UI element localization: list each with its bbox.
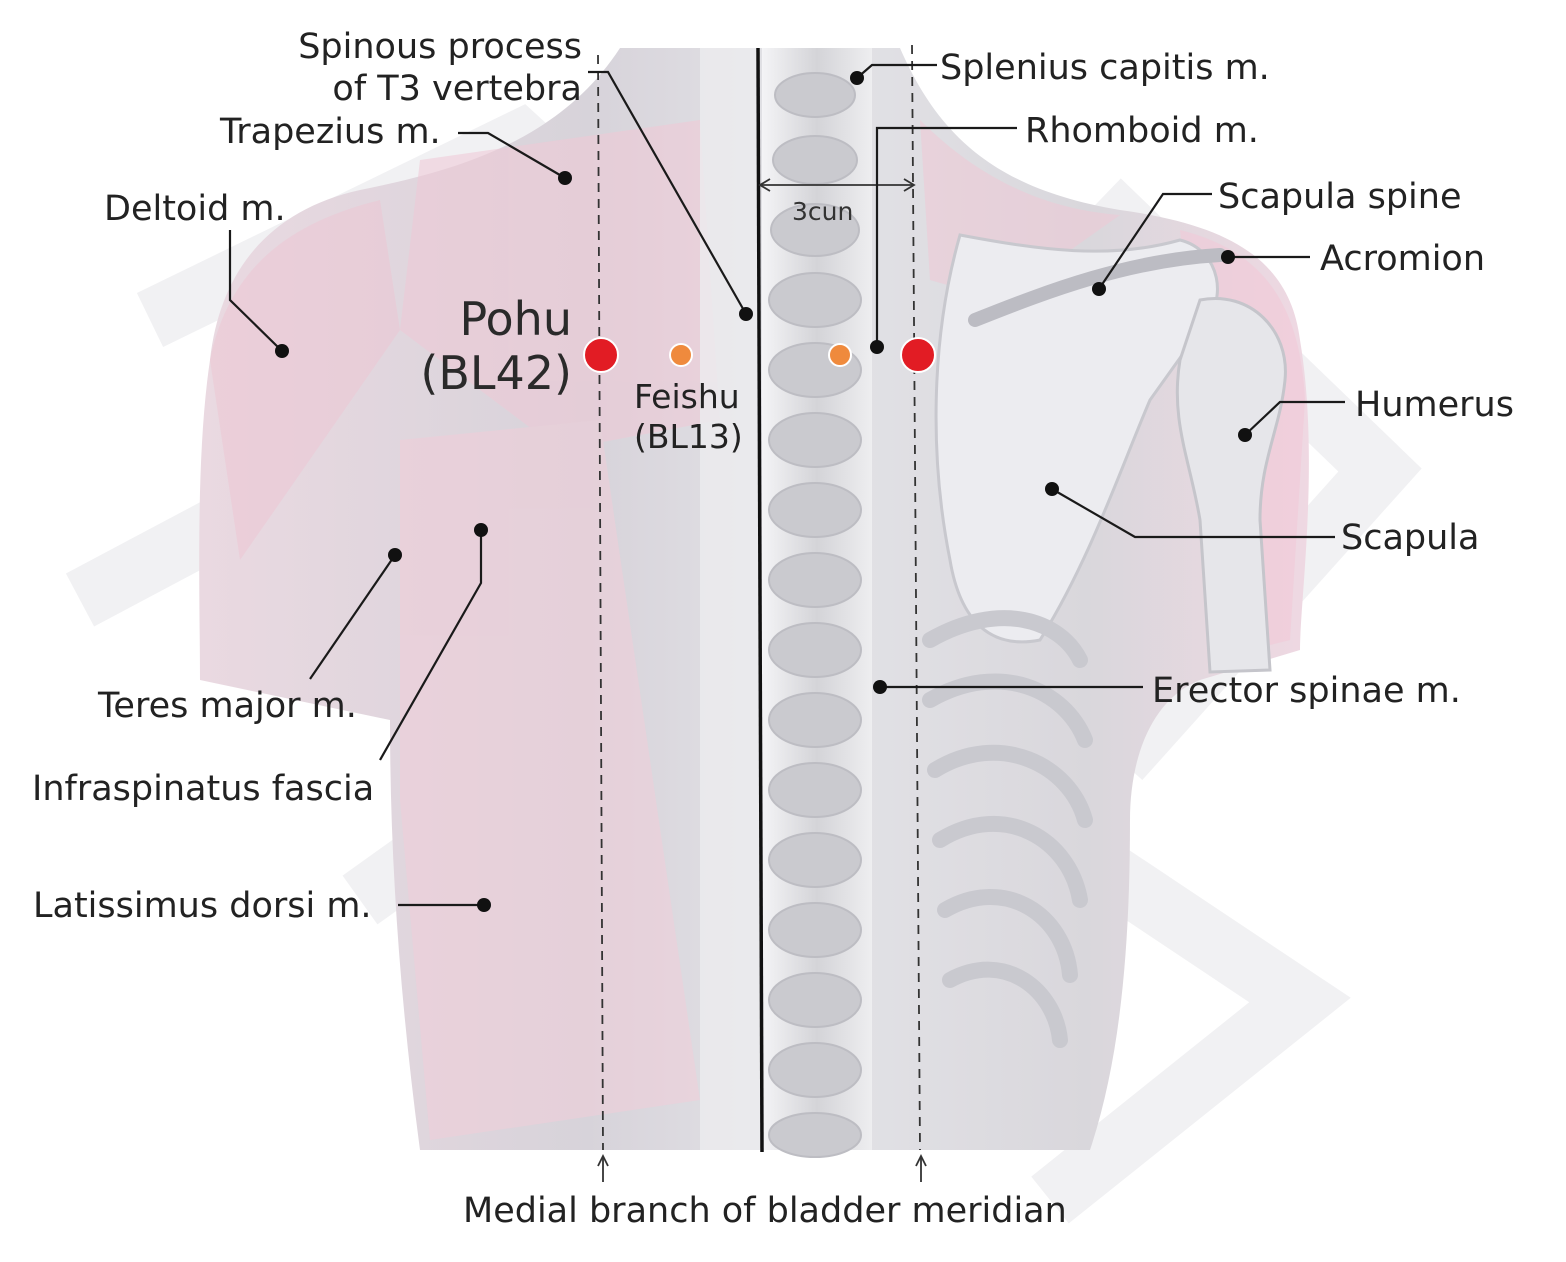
scapula-bone xyxy=(934,233,1219,644)
distance-marker xyxy=(758,178,916,192)
label-spinous-line1: Spinous process xyxy=(298,27,582,67)
feishu-point-right xyxy=(828,343,852,367)
midline-strip xyxy=(700,48,760,1150)
label-spinous-process: Spinous process of T3 vertebra xyxy=(272,26,582,110)
pohu-point-right xyxy=(900,337,936,373)
label-erector-spinae: Erector spinae m. xyxy=(1152,671,1461,711)
posterior-midline xyxy=(756,47,764,1153)
label-infraspinatus: Infraspinatus fascia xyxy=(32,769,375,809)
scapula-spine-ridge xyxy=(968,248,1227,327)
leader-lines xyxy=(228,63,1345,907)
feishu-point-left xyxy=(669,343,693,367)
feishu-code: (BL13) xyxy=(634,417,743,456)
label-teres-major: Teres major m. xyxy=(98,686,357,726)
humerus-bone xyxy=(1175,297,1287,674)
pohu-name: Pohu xyxy=(459,292,572,346)
feishu-name: Feishu xyxy=(634,377,740,416)
label-distance-3cun: 3cun xyxy=(792,197,854,226)
acupoints xyxy=(583,337,936,373)
label-scapula-spine: Scapula spine xyxy=(1218,177,1462,217)
pohu-point-left xyxy=(583,337,619,373)
leader-dots xyxy=(275,71,1252,912)
label-feishu: Feishu (BL13) xyxy=(634,377,743,457)
meridian-lines xyxy=(597,44,921,1151)
label-meridian: Medial branch of bladder meridian xyxy=(463,1191,1067,1231)
label-deltoid: Deltoid m. xyxy=(104,189,286,229)
label-trapezius: Trapezius m. xyxy=(220,112,441,152)
label-scapula: Scapula xyxy=(1341,518,1480,558)
label-pohu: Pohu (BL42) xyxy=(412,292,572,400)
label-spinous-line2: of T3 vertebra xyxy=(332,69,582,109)
label-rhomboid: Rhomboid m. xyxy=(1025,111,1259,151)
label-splenius: Splenius capitis m. xyxy=(940,48,1270,88)
label-humerus: Humerus xyxy=(1355,385,1514,425)
meridian-arrows xyxy=(597,1153,927,1182)
label-latissimus: Latissimus dorsi m. xyxy=(33,886,372,926)
label-acromion: Acromion xyxy=(1320,239,1486,279)
pohu-code: (BL42) xyxy=(420,346,572,400)
